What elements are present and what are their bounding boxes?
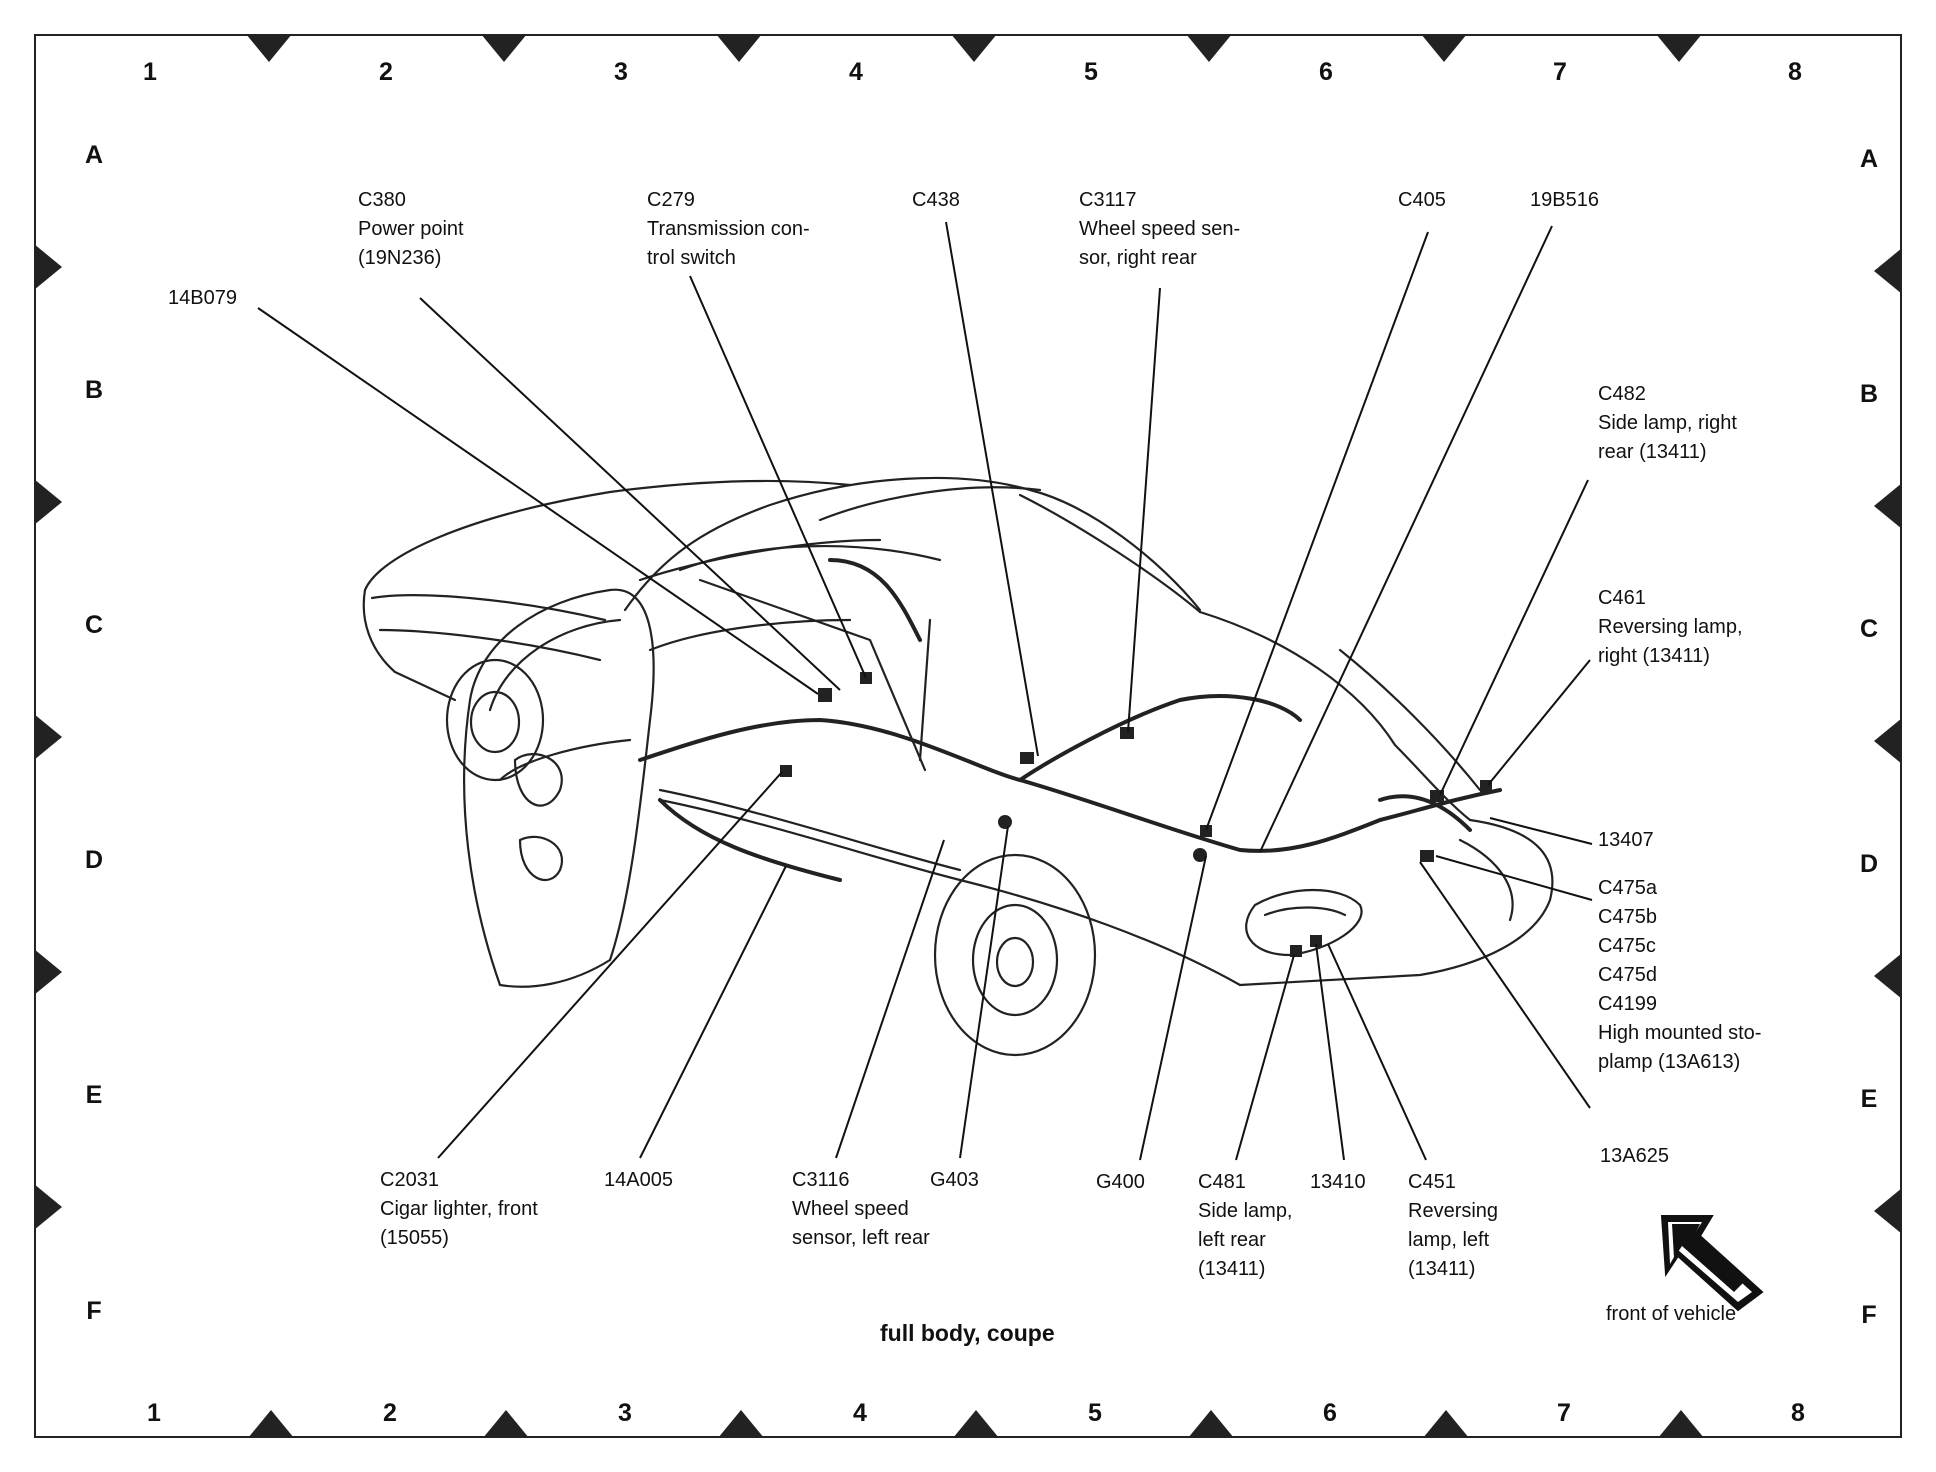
leader-c461 (1487, 659, 1591, 786)
label-c481: C481 Side lamp, left rear (13411) (1198, 1171, 1293, 1280)
grid-column-bottom-6: 6 (1323, 1399, 1337, 1427)
label-c482: C482 Side lamp, right rear (13411) (1598, 383, 1737, 463)
grid-column-bottom-7: 7 (1557, 1399, 1571, 1427)
front-of-vehicle-label: front of vehicle (1606, 1303, 1737, 1325)
wiring-harness-dash (828, 558, 922, 642)
front-of-vehicle-arrow-icon (1660, 1215, 1764, 1312)
leader-lines (257, 221, 1593, 1161)
grid-column-bottom-8: 8 (1791, 1399, 1805, 1427)
vehicle-rear-deck (1198, 610, 1472, 822)
vehicle-hood (363, 479, 852, 592)
label-19b516: 19B516 (1530, 189, 1599, 211)
grid-column-top-4: 4 (849, 58, 863, 86)
vehicle-rear-bumper (1238, 818, 1554, 987)
grid-row-left-c: C (84, 611, 104, 639)
label-g400: G400 (1096, 1171, 1145, 1193)
label-c475-group: C475a C475b C475c C475d C4199 High mount… (1598, 877, 1762, 1073)
wiring-harness-side (658, 798, 842, 882)
vehicle-illustration (362, 476, 1554, 1057)
vehicle-rear-wheel (933, 853, 1097, 1057)
grid-column-bottom-4: 4 (853, 1399, 867, 1427)
grid-column-top-7: 7 (1553, 58, 1567, 86)
leader-14a005 (639, 865, 787, 1159)
label-c279: C279 Transmission con- trol switch (647, 189, 810, 269)
leader-13407 (1489, 817, 1593, 845)
grid-column-bottom-2: 2 (383, 1399, 397, 1427)
leader-c451 (1327, 943, 1427, 1161)
grid-row-right-e: E (1860, 1085, 1878, 1113)
grid-row-right-f: F (1861, 1301, 1877, 1329)
grid-column-bottom-3: 3 (618, 1399, 632, 1427)
grid-column-bottom-1: 1 (147, 1399, 161, 1427)
grid-column-top-8: 8 (1788, 58, 1802, 86)
label-c405: C405 (1398, 189, 1446, 211)
connector-symbols (780, 672, 1492, 957)
leader-c279 (689, 275, 867, 679)
label-14b079: 14B079 (168, 287, 237, 309)
leader-c3117 (1127, 287, 1161, 733)
grid-column-bottom-5: 5 (1088, 1399, 1102, 1427)
border-tick-marks (34, 34, 1902, 1438)
grid-row-left-d: D (84, 846, 104, 874)
grid-column-top-3: 3 (614, 58, 628, 86)
grid-row-right-a: A (1859, 145, 1879, 173)
label-g403: G403 (930, 1169, 979, 1191)
grid-row-right-b: B (1859, 380, 1879, 408)
leader-c2031 (437, 771, 783, 1159)
label-c3117: C3117 Wheel speed sen- sor, right rear (1079, 189, 1241, 269)
leader-19b516 (1259, 225, 1553, 853)
label-c461: C461 Reversing lamp, right (13411) (1598, 587, 1743, 667)
label-c3116: C3116 Wheel speed sensor, left rear (792, 1169, 930, 1249)
grid-row-left-b: B (84, 376, 104, 404)
grid-row-left-f: F (86, 1297, 102, 1325)
grid-column-top-6: 6 (1319, 58, 1333, 86)
label-c380: C380 Power point (19N236) (358, 189, 464, 269)
label-13407: 13407 (1598, 829, 1654, 851)
label-14a005: 14A005 (604, 1169, 673, 1191)
leader-g403 (959, 825, 1009, 1159)
label-c451: C451 Reversing lamp, left (13411) (1408, 1171, 1499, 1280)
wiring-harness-main (638, 718, 1502, 853)
grid-row-left-a: A (84, 141, 104, 169)
leader-c481 (1235, 954, 1295, 1161)
vehicle-open-door (463, 588, 655, 988)
vehicle-roof (623, 476, 1202, 612)
grid-row-right-d: D (1859, 850, 1879, 878)
vehicle-front-fascia (362, 588, 457, 702)
leader-c405 (1205, 231, 1429, 831)
grid-column-top-1: 1 (143, 58, 157, 86)
label-c438: C438 (912, 189, 960, 211)
leader-c482 (1439, 479, 1589, 796)
leader-14b079 (257, 307, 819, 695)
leader-g400 (1139, 855, 1207, 1161)
diagram-caption: full body, coupe (880, 1320, 1055, 1346)
grid-row-left-e: E (85, 1081, 103, 1109)
label-13a625: 13A625 (1600, 1145, 1669, 1167)
vehicle-front-wheel (445, 658, 545, 782)
leader-c3116 (835, 839, 945, 1159)
grid-column-top-5: 5 (1084, 58, 1098, 86)
leader-13a625 (1419, 861, 1591, 1109)
grid-row-right-c: C (1859, 615, 1879, 643)
wiring-harness-rear (1018, 694, 1302, 782)
vehicle-rear-lamp-cluster (1245, 889, 1363, 957)
vehicle-rocker-panel (658, 798, 1242, 987)
label-c2031: C2031 Cigar lighter, front (15055) (380, 1169, 538, 1249)
leader-c380 (419, 297, 841, 691)
leader-c438 (945, 221, 1039, 757)
leader-c475 (1435, 855, 1593, 901)
grid-column-top-2: 2 (379, 58, 393, 86)
label-13410: 13410 (1310, 1171, 1366, 1193)
leader-13410 (1315, 943, 1345, 1161)
